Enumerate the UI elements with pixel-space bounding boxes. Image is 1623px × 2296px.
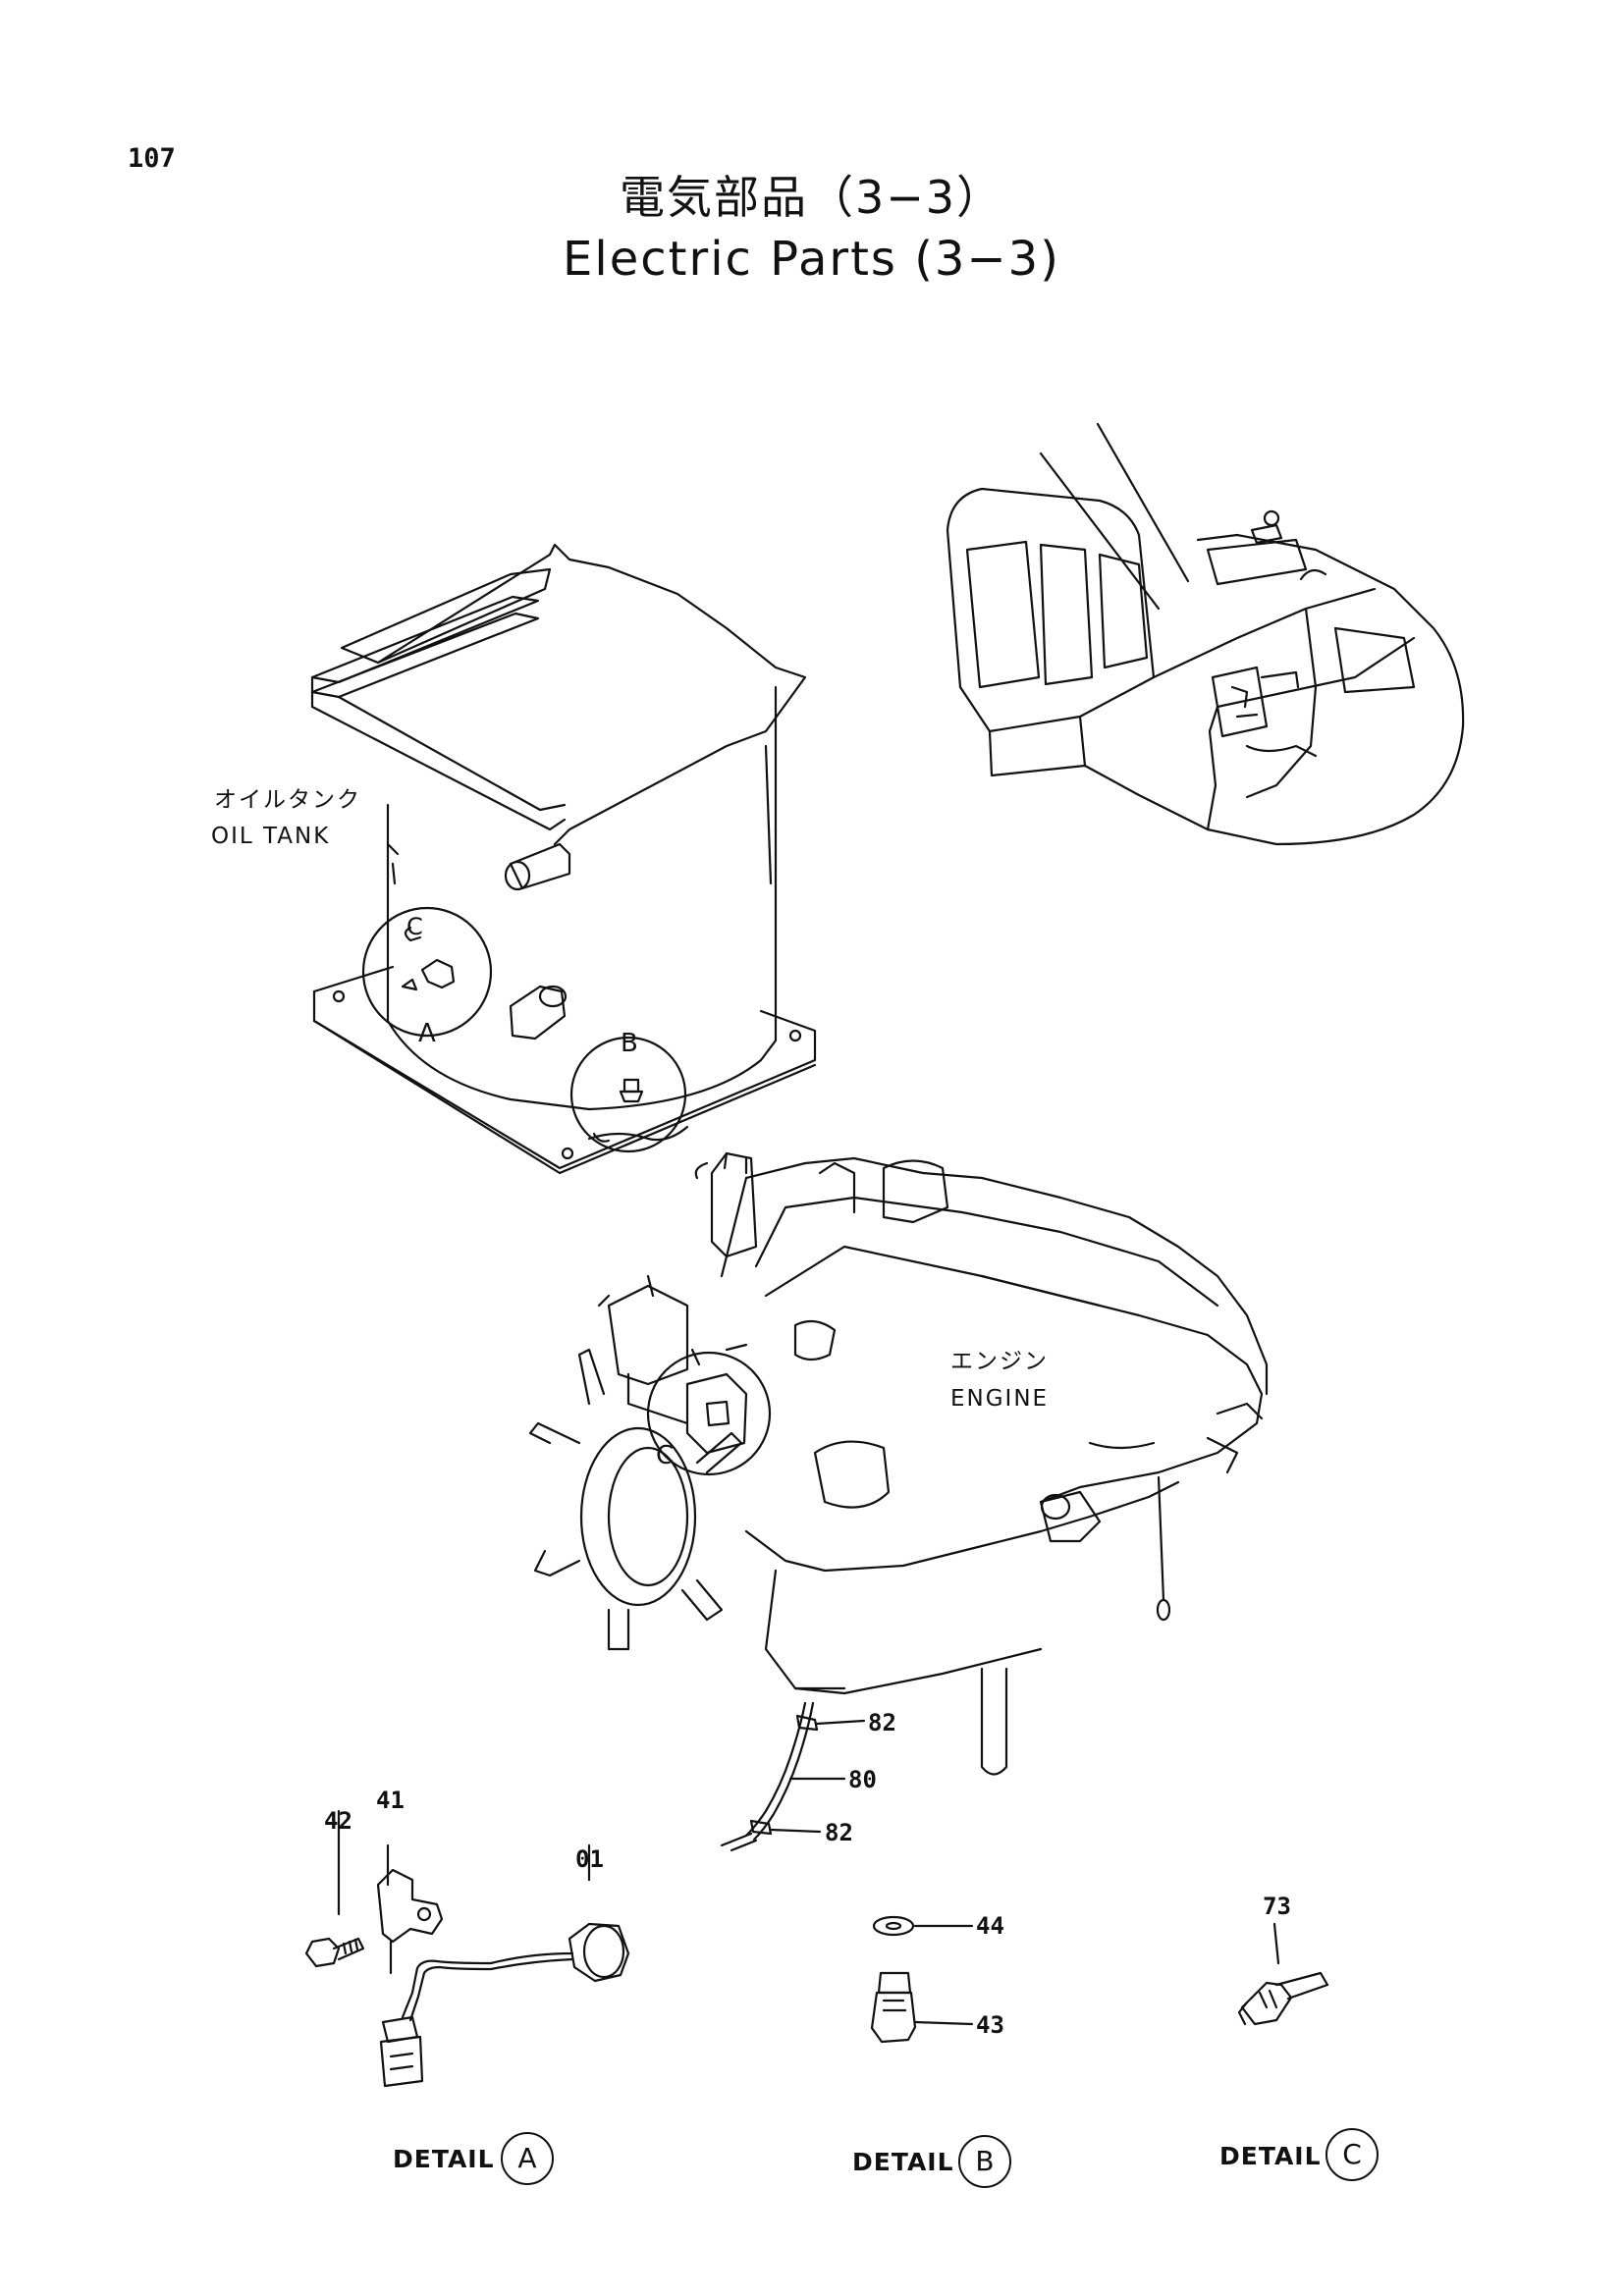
part-callout-43: 43	[976, 2011, 1004, 2039]
detail-a-parts-drawing	[306, 1811, 628, 2086]
detail-b-parts-drawing	[872, 1917, 972, 2042]
page-title-japanese: 電気部品（3−3）	[619, 171, 1004, 224]
oil-tank-label-english: OIL TANK	[211, 824, 331, 849]
part-callout-42: 42	[324, 1807, 352, 1835]
engine-label-english: ENGINE	[950, 1386, 1050, 1412]
engine-label-japanese: エンジン	[950, 1349, 1049, 1374]
view-marker-a: A	[418, 1019, 438, 1048]
page-number: 107	[128, 143, 176, 174]
part-callout-82-bottom: 82	[825, 1819, 853, 1846]
part-callout-41: 41	[376, 1787, 405, 1814]
part-callout-44: 44	[976, 1912, 1004, 1940]
part-callout-01: 01	[575, 1845, 604, 1873]
detail-a-caption: DETAIL	[393, 2145, 495, 2173]
engine-drawing	[530, 1153, 1267, 1850]
detail-c-caption: DETAIL	[1219, 2142, 1322, 2170]
oil-tank-drawing	[312, 545, 815, 1173]
detail-a-letter-badge: A	[501, 2132, 554, 2185]
detail-c-letter-badge: C	[1325, 2128, 1379, 2181]
oil-tank-label-japanese: オイルタンク	[214, 787, 361, 813]
part-callout-73: 73	[1263, 1893, 1291, 1920]
view-marker-c-tank: C	[406, 913, 425, 940]
view-marker-b: B	[621, 1029, 640, 1058]
excavator-overview-drawing	[947, 424, 1463, 844]
detail-b-letter-badge: B	[958, 2135, 1011, 2188]
detail-b-caption: DETAIL	[852, 2148, 954, 2176]
view-marker-c-engine: C	[656, 1441, 676, 1470]
part-callout-82-top: 82	[868, 1709, 896, 1736]
page-title-english: Electric Parts (3−3)	[563, 232, 1060, 287]
detail-c-parts-drawing	[1239, 1924, 1327, 2024]
part-callout-80: 80	[848, 1766, 877, 1793]
